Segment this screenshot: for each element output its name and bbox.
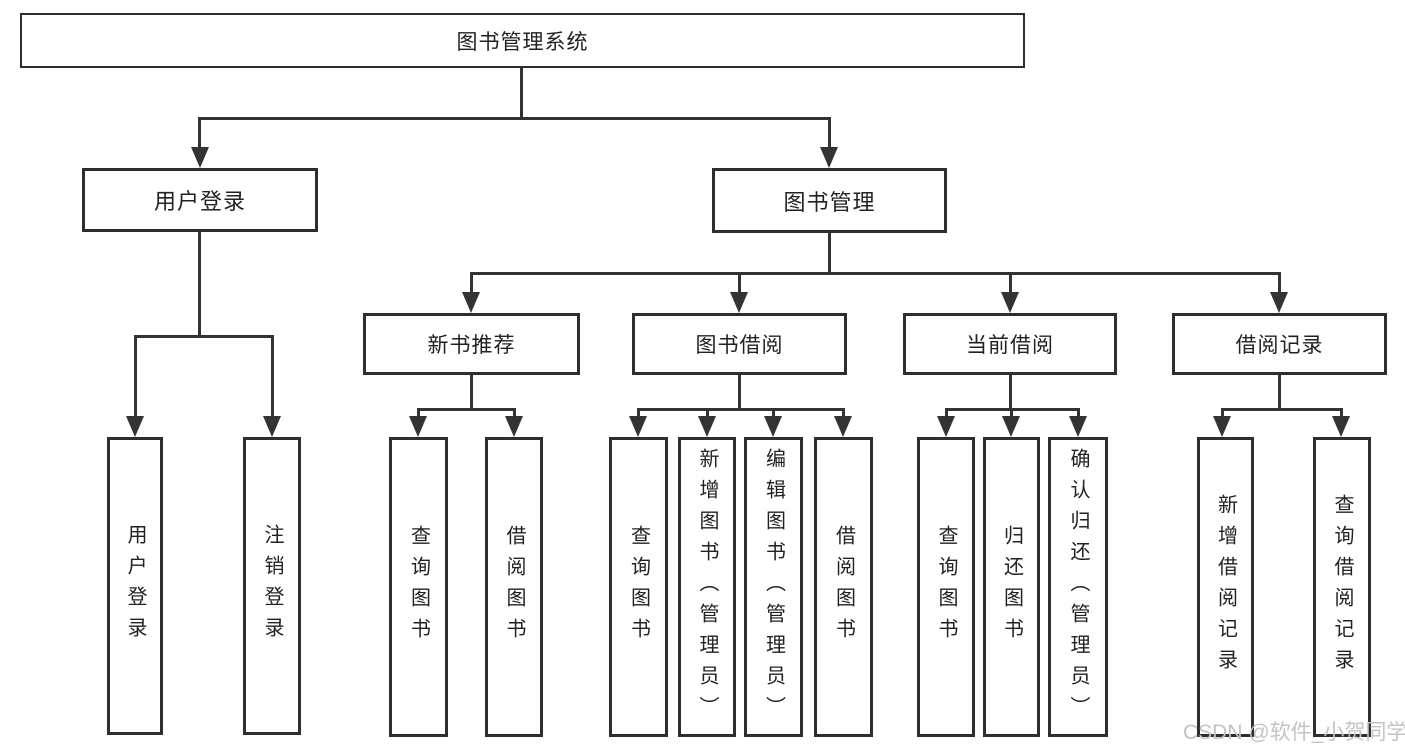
- arrow-down-icon: [1001, 292, 1019, 313]
- node-label: 新书推荐: [427, 334, 516, 357]
- node-query-books: 查询图书: [389, 437, 448, 737]
- arrow-down-icon: [191, 147, 209, 168]
- edge-stub: [1010, 408, 1013, 421]
- node-book-management: 图书管理: [712, 168, 947, 233]
- node-label: 新增借阅记录: [1214, 494, 1237, 680]
- arrow-down-icon: [698, 416, 716, 437]
- node-query-borrow-record: 查询借阅记录: [1313, 437, 1371, 737]
- edge-stub-borrowing-records: [1278, 272, 1281, 297]
- node-label: 借阅记录: [1235, 334, 1324, 357]
- edge-book-management-bus: [470, 272, 1279, 275]
- edge-stub-login-leaf: [134, 335, 137, 419]
- node-current-borrowing: 当前借阅: [903, 313, 1117, 375]
- arrow-down-icon: [409, 416, 427, 437]
- csdn-watermark: CSDN @软件_小贺同学: [1183, 721, 1405, 744]
- edge-stub-user-login: [198, 117, 201, 150]
- node-label: 用户登录: [124, 524, 146, 648]
- edge-borrowing-records-stem: [1278, 375, 1281, 408]
- edge-book-borrowing-stem: [738, 375, 741, 408]
- node-query-books: 查询图书: [917, 437, 975, 737]
- edge-current-borrowing-stem: [1009, 375, 1012, 408]
- node-borrowing-records: 借阅记录: [1172, 313, 1387, 375]
- edge-stub-logout-leaf: [271, 335, 274, 419]
- edge-book-management-stem: [828, 233, 831, 272]
- edge-user-login-bus: [134, 335, 274, 338]
- edge-new-book-bus: [418, 408, 515, 411]
- edge-stub: [1077, 408, 1080, 421]
- arrow-down-icon: [263, 416, 281, 437]
- node-label: 图书管理: [783, 189, 876, 215]
- arrow-down-icon: [820, 147, 838, 168]
- node-label: 图书借阅: [695, 334, 784, 357]
- node-label: 编辑图书（管理员）: [762, 447, 785, 727]
- node-borrow-books: 借阅图书: [485, 437, 543, 737]
- edge-stub: [772, 408, 775, 421]
- edge-stub-book-management: [828, 117, 831, 150]
- edge-stub-book-borrowing: [738, 272, 741, 297]
- node-confirm-return-admin: 确认归还（管理员）: [1048, 437, 1108, 737]
- node-book-borrowing: 图书借阅: [632, 313, 847, 375]
- arrow-down-icon: [126, 416, 144, 437]
- edge-stub: [1221, 408, 1224, 421]
- node-user-login: 用户登录: [82, 168, 318, 232]
- node-label: 查询图书: [935, 525, 957, 649]
- node-new-book-recommend: 新书推荐: [363, 313, 580, 375]
- node-add-books-admin: 新增图书（管理员）: [678, 437, 736, 737]
- node-query-books: 查询图书: [609, 437, 668, 737]
- edge-new-book-stem: [470, 375, 473, 408]
- node-label: 新增图书（管理员）: [696, 447, 718, 727]
- arrow-down-icon: [505, 416, 523, 437]
- arrow-down-icon: [730, 292, 748, 313]
- edge-stub: [417, 408, 420, 421]
- node-edit-books-admin: 编辑图书（管理员）: [744, 437, 803, 737]
- edge-stub: [706, 408, 709, 421]
- node-label: 查询图书: [407, 525, 430, 649]
- node-borrow-books: 借阅图书: [814, 437, 873, 737]
- arrow-down-icon: [1270, 292, 1288, 313]
- edge-stub-current-borrowing: [1009, 272, 1012, 297]
- edge-root-stem: [520, 68, 523, 117]
- node-label: 查询图书: [627, 525, 650, 649]
- node-logout: 注销登录: [243, 437, 301, 735]
- arrow-down-icon: [1332, 416, 1350, 437]
- edge-stub: [945, 408, 948, 421]
- node-label: 借阅图书: [832, 525, 855, 649]
- edge-book-borrowing-bus: [638, 408, 844, 411]
- arrow-down-icon: [937, 416, 955, 437]
- edge-root-bus: [199, 117, 831, 120]
- node-label: 归还图书: [1000, 525, 1023, 649]
- node-user-login-leaf: 用户登录: [107, 437, 163, 735]
- node-label: 借阅图书: [503, 525, 525, 649]
- node-label: 确认归还（管理员）: [1067, 447, 1089, 727]
- edge-stub: [1340, 408, 1343, 421]
- node-label: 查询借阅记录: [1331, 494, 1353, 680]
- edge-stub: [637, 408, 640, 421]
- node-label: 图书管理系统: [456, 30, 589, 54]
- edge-stub: [513, 408, 516, 421]
- node-label: 用户登录: [153, 189, 246, 214]
- arrow-down-icon: [462, 292, 480, 313]
- node-library-management-system: 图书管理系统: [20, 13, 1025, 68]
- node-add-borrow-record: 新增借阅记录: [1197, 437, 1254, 737]
- edge-stub: [842, 408, 845, 421]
- arrow-down-icon: [1213, 416, 1231, 437]
- edge-borrowing-records-bus: [1222, 408, 1342, 411]
- arrow-down-icon: [834, 416, 852, 437]
- node-label: 当前借阅: [966, 334, 1054, 357]
- arrow-down-icon: [1069, 416, 1087, 437]
- arrow-down-icon: [629, 416, 647, 437]
- edge-stub-new-book: [470, 272, 473, 297]
- arrow-down-icon: [1002, 416, 1020, 437]
- node-return-books: 归还图书: [983, 437, 1040, 737]
- edge-user-login-stem: [198, 232, 201, 335]
- node-label: 注销登录: [261, 524, 283, 648]
- arrow-down-icon: [764, 416, 782, 437]
